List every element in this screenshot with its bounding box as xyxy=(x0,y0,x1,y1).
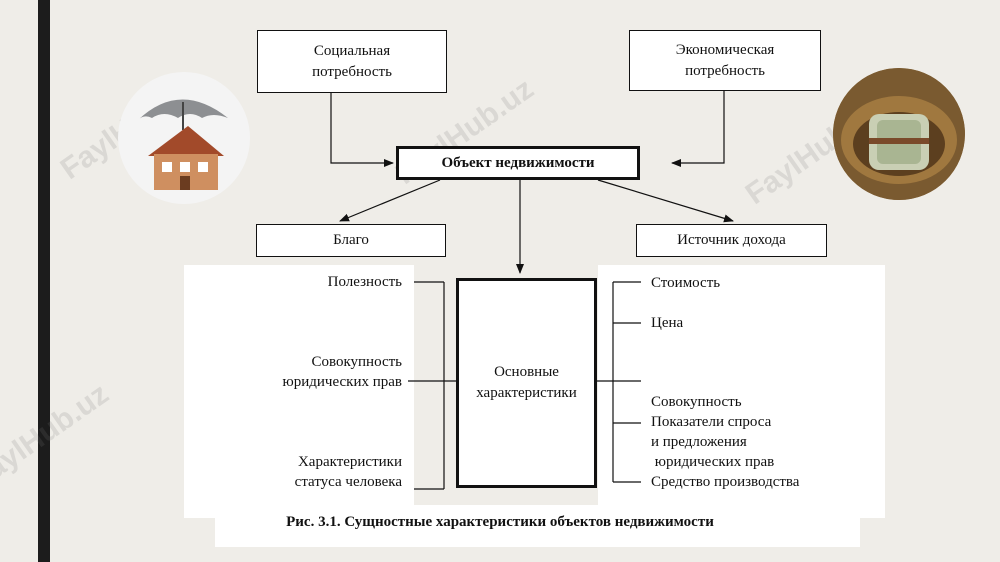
figure-caption: Рис. 3.1. Сущностные характеристики объе… xyxy=(286,514,714,530)
left-item-status: Характеристики статуса человека xyxy=(295,452,402,492)
left-item-legal-rights-line2: юридических прав xyxy=(282,374,402,390)
right-item-supply-demand-line1: Показатели спроса xyxy=(651,414,772,430)
income-source-label: Источник дохода xyxy=(677,232,786,248)
left-item-status-line2: статуса человека xyxy=(294,474,402,490)
right-item-supply-demand: Показатели спроса и предложения xyxy=(651,412,771,452)
right-item-legal-rights-line2: юридических прав xyxy=(651,454,775,470)
right-item-means-of-production: Средство производства xyxy=(651,472,799,492)
main-characteristics-line1: Основные xyxy=(494,364,559,380)
left-item-status-line1: Характеристики xyxy=(297,454,402,470)
economic-need-line1: Экономическая xyxy=(675,41,775,58)
caption-panel xyxy=(215,505,860,547)
social-need-line2: потребность xyxy=(312,63,392,80)
right-item-legal-rights: Совокупность юридических прав xyxy=(651,352,774,492)
right-item-supply-demand-line2: и предложения xyxy=(651,434,747,450)
main-characteristics-box: Основные характеристики xyxy=(456,278,597,488)
economic-need-line2: потребность xyxy=(685,62,765,79)
left-item-legal-rights-line1: Совокупность xyxy=(311,354,402,370)
right-panel xyxy=(598,265,885,518)
economic-need-box: Экономическая потребность xyxy=(629,30,821,91)
main-characteristics-line2: характеристики xyxy=(476,385,577,401)
income-source-box: Источник дохода xyxy=(636,224,827,257)
house-umbrella-icon xyxy=(118,72,250,204)
right-item-price-line1: Цена xyxy=(651,315,684,331)
good-box: Благо xyxy=(256,224,446,257)
right-item-means-of-production-line1: Средство производства xyxy=(651,474,800,490)
right-item-value-line1: Стоимость xyxy=(651,275,721,291)
left-panel xyxy=(184,265,414,518)
good-label: Благо xyxy=(333,232,369,248)
slide-accent-bar xyxy=(38,0,50,562)
left-item-utility-line1: Полезность xyxy=(327,274,402,290)
right-item-value: Стоимость xyxy=(651,273,720,293)
real-estate-object-label: Объект недвижимости xyxy=(441,154,595,171)
money-nest-icon xyxy=(833,68,965,200)
real-estate-object-box: Объект недвижимости xyxy=(396,146,640,180)
right-item-price: Цена xyxy=(651,313,683,333)
social-need-box: Социальная потребность xyxy=(257,30,447,93)
left-item-legal-rights: Совокупность юридических прав xyxy=(283,352,402,392)
social-need-line1: Социальная xyxy=(313,42,391,59)
right-item-legal-rights-line1: Совокупность xyxy=(651,394,742,410)
left-item-utility: Полезность xyxy=(328,272,402,292)
